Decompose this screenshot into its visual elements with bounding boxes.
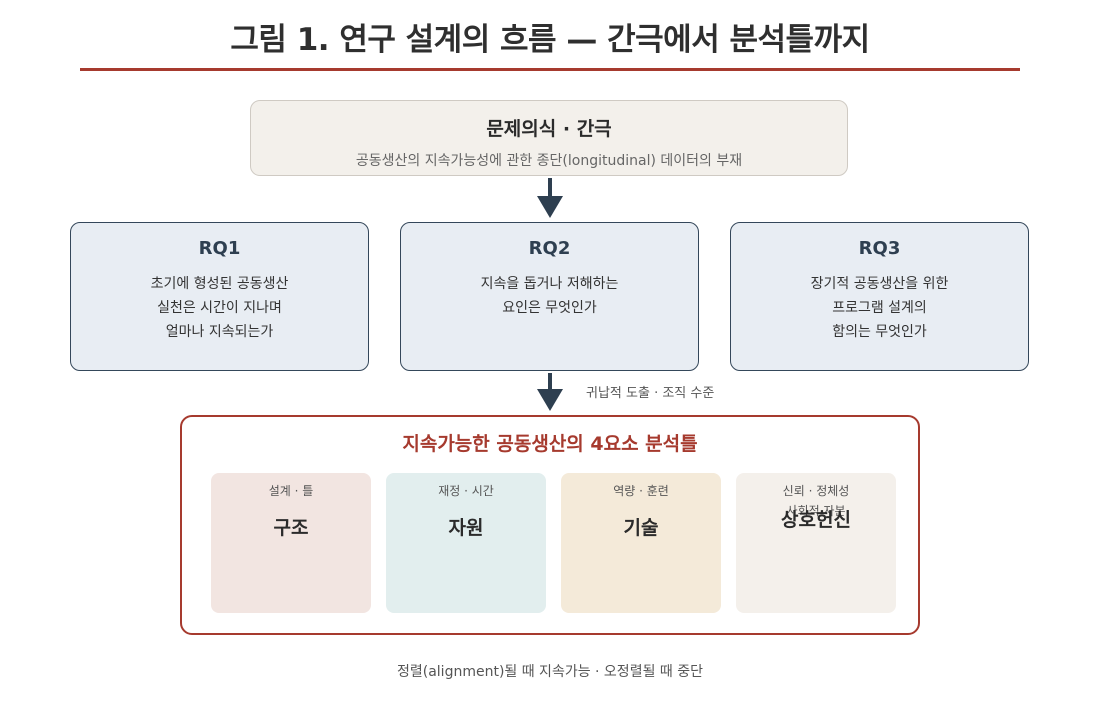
rq-label: RQ3 [858,238,901,259]
figure-title: 그림 1. 연구 설계의 흐름 — 간극에서 분석틀까지 [230,22,870,58]
rq-box-3: RQ3 장기적 공동생산을 위한 프로그램 설계의 함의는 무엇인가 [730,222,1029,371]
problem-subtitle: 공동생산의 지속가능성에 관한 종단(longitudinal) 데이터의 부재 [355,153,743,169]
element-resources: 자원 재정 · 시간 [386,473,546,613]
rq-box-2: RQ2 지속을 돕거나 저해하는 요인은 무엇인가 [400,222,699,371]
rq-label: RQ1 [198,238,241,259]
element-skills: 기술 역량 · 훈련 [561,473,721,613]
element-mutual-commitment: 상호헌신 신뢰 · 정체성 사회적 자본 [736,473,896,613]
problem-heading: 문제의식 · 간극 [486,118,612,140]
title-divider [80,68,1020,71]
rq-text: 초기에 형성된 공동생산 실천은 시간이 지나며 얼마나 지속되는가 [150,276,289,340]
footer-caption: 정렬(alignment)될 때 지속가능 · 오정렬될 때 중단 [396,664,703,680]
arrow-down-icon [537,178,563,218]
rq-text: 지속을 돕거나 저해하는 요인은 무엇인가 [480,276,619,316]
element-name: 구조 [273,517,309,539]
element-name: 상호헌신 [781,509,851,531]
element-sub: 재정 · 시간 [438,484,494,498]
element-sub: 설계 · 틀 [268,484,314,498]
rq-label: RQ2 [528,238,571,259]
rq-box-1: RQ1 초기에 형성된 공동생산 실천은 시간이 지나며 얼마나 지속되는가 [70,222,369,371]
arrow-down-icon [537,373,563,411]
problem-box: 문제의식 · 간극 공동생산의 지속가능성에 관한 종단(longitudina… [250,100,848,176]
element-name: 기술 [623,517,659,539]
arrow-annotation: 귀납적 도출 · 조직 수준 [586,386,715,401]
element-name: 자원 [448,517,484,539]
element-sub: 역량 · 훈련 [613,484,669,498]
element-sub: 신뢰 · 정체성 사회적 자본 [782,484,850,518]
framework-box: 지속가능한 공동생산의 4요소 분석틀 구조 설계 · 틀 자원 재정 · 시간… [180,415,920,635]
framework-heading: 지속가능한 공동생산의 4요소 분석틀 [402,433,698,455]
element-structure: 구조 설계 · 틀 [211,473,371,613]
rq-text: 장기적 공동생산을 위한 프로그램 설계의 함의는 무엇인가 [810,276,949,340]
